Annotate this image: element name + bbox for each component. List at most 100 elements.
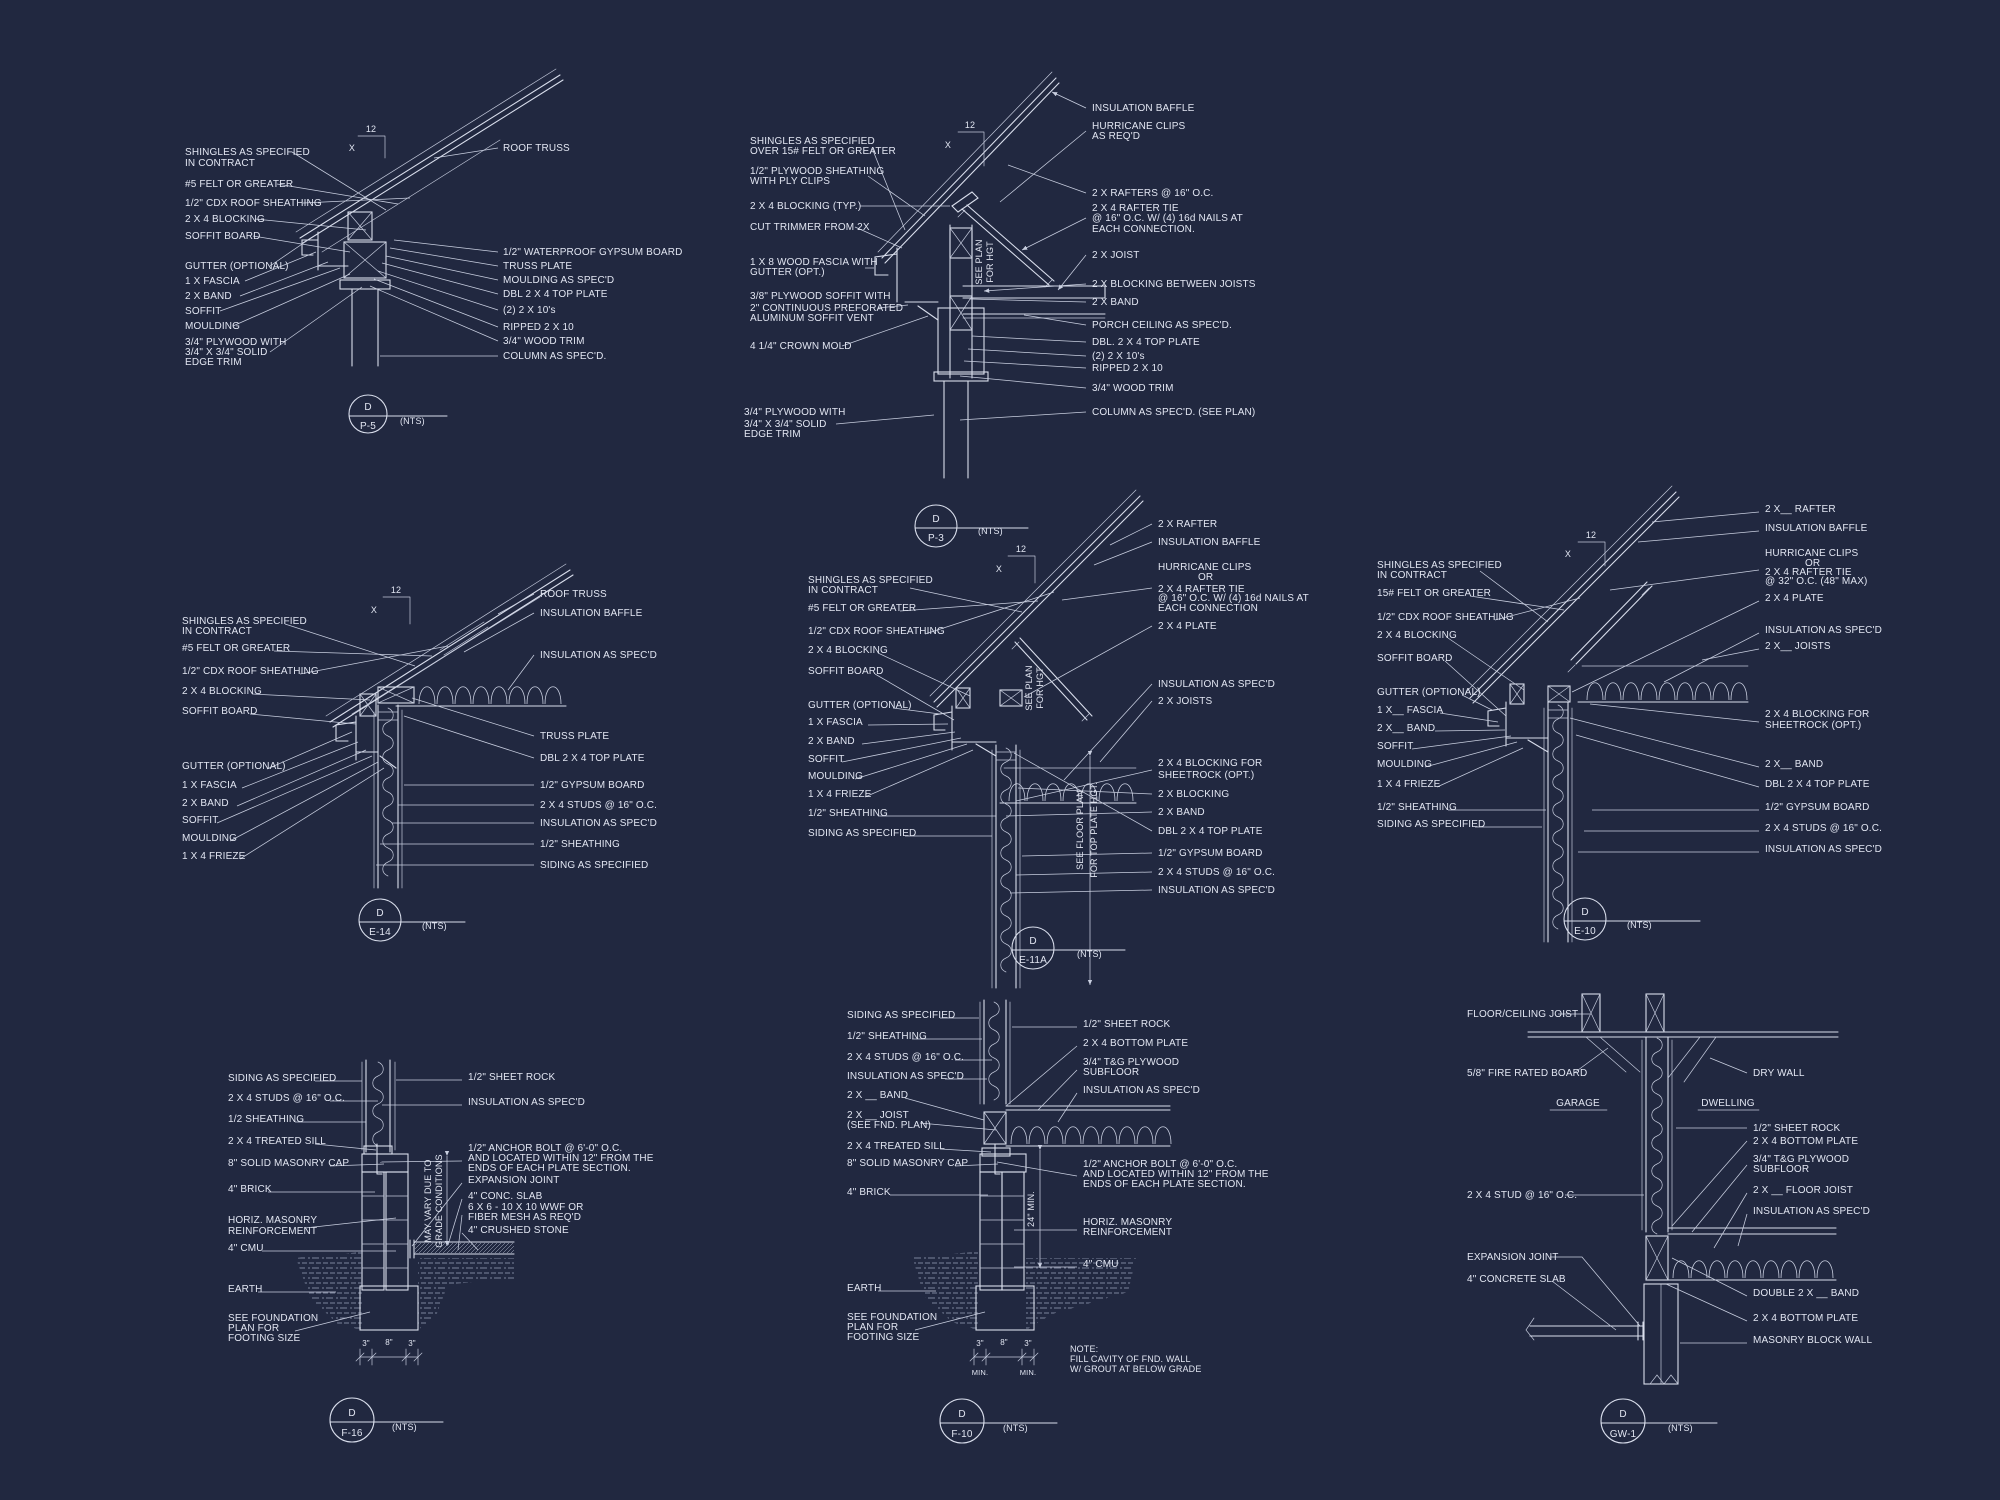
bubble-scale: (NTS) — [422, 921, 447, 931]
e10-labels: SHINGLES AS SPECIFIED IN CONTRACT 15# FE… — [1377, 504, 1882, 855]
label: EARTH — [847, 1283, 881, 1294]
label: 2 X 4 TREATED SILL — [228, 1136, 326, 1147]
label: INSULATION AS SPEC'D — [540, 818, 657, 829]
label: SIDING AS SPECIFIED — [847, 1010, 955, 1021]
label: EACH CONNECTION. — [1092, 224, 1195, 235]
label: INSULATION AS SPEC'D — [1083, 1085, 1200, 1096]
label: 2 X__ JOISTS — [1765, 641, 1831, 652]
label: 1/2" CDX ROOF SHEATHING — [185, 198, 322, 209]
label: SOFFIT BOARD — [182, 706, 258, 717]
label: 2 X 4 RAFTER TIE — [1158, 584, 1245, 595]
label: 2 X__ RAFTER — [1765, 504, 1836, 515]
label: SHEETROCK (OPT.) — [1765, 720, 1861, 731]
slope-run: X — [1565, 549, 1571, 559]
vertical-note: SEE PLAN — [1024, 665, 1034, 710]
label: SIDING AS SPECIFIED — [540, 860, 648, 871]
note: FILL CAVITY OF FND. WALL — [1070, 1354, 1191, 1364]
slope-run: X — [349, 143, 355, 153]
label: 2 X RAFTER — [1158, 519, 1217, 530]
label: 1/2" GYPSUM BOARD — [1158, 848, 1262, 859]
label: 1/2" WATERPROOF GYPSUM BOARD — [503, 247, 682, 258]
detail-f10: SIDING AS SPECIFIED 1/2" SHEATHING 2 X 4… — [847, 999, 1269, 1444]
label: WITH PLY CLIPS — [750, 176, 830, 187]
label: 1/2" ANCHOR BOLT @ 6'-0" O.C. — [468, 1143, 622, 1154]
label: SOFFIT — [1377, 741, 1413, 752]
label: OVER 15# FELT OR GREATER — [750, 146, 896, 157]
detail-p5: SHINGLES AS SPECIFIED IN CONTRACT #5 FEL… — [185, 68, 682, 434]
label: DOUBLE 2 X __ BAND — [1753, 1288, 1859, 1299]
label: COLUMN AS SPEC'D. (SEE PLAN) — [1092, 407, 1255, 418]
label: 3/4" X 3/4" SOLID — [744, 419, 826, 430]
room-label-garage: GARAGE — [1556, 1098, 1600, 1109]
label: INSULATION BAFFLE — [540, 608, 643, 619]
bubble-id: E-11A — [1019, 955, 1047, 966]
label: INSULATION AS SPEC'D — [1158, 885, 1275, 896]
e11a-slope-marker: 12 X — [996, 544, 1036, 584]
label: 3/4" WOOD TRIM — [1092, 383, 1174, 394]
dim-label: 3" — [408, 1339, 416, 1348]
label: SUBFLOOR — [1083, 1067, 1139, 1078]
label: 2 X 4 BOTTOM PLATE — [1083, 1038, 1188, 1049]
label: SHINGLES AS SPECIFIED — [808, 575, 933, 586]
label: (SEE FND. PLAN) — [847, 1120, 931, 1131]
label: MASONRY BLOCK WALL — [1753, 1335, 1873, 1346]
detail-gw1: FLOOR/CEILING JOIST 5/8" FIRE RATED BOAR… — [1467, 993, 1873, 1444]
label: INSULATION AS SPEC'D — [1765, 625, 1882, 636]
label: 3/4" T&G PLYWOOD — [1083, 1057, 1179, 1068]
label: 2 X 4 TREATED SILL — [847, 1141, 945, 1152]
label: SIDING AS SPECIFIED — [228, 1073, 336, 1084]
label: CUT TRIMMER FROM 2X — [750, 222, 870, 233]
label: #5 FELT OR GREATER — [182, 643, 290, 654]
label: 1/2" PLYWOOD SHEATHING — [750, 166, 884, 177]
label: 4" BRICK — [847, 1187, 891, 1198]
label: 1/2" GYPSUM BOARD — [540, 780, 644, 791]
room-label-dwelling: DWELLING — [1701, 1098, 1755, 1109]
label: 2 X 4 RAFTER TIE — [1092, 203, 1179, 214]
label: 2 X 4 STUDS @ 16" O.C. — [228, 1093, 345, 1104]
f16-labels: SIDING AS SPECIFIED 2 X 4 STUDS @ 16" O.… — [228, 1072, 654, 1348]
label: 4" CMU — [228, 1243, 264, 1254]
label: 1/2" SHEATHING — [847, 1031, 927, 1042]
label: INSULATION AS SPEC'D — [1158, 679, 1275, 690]
label: 1/2" ANCHOR BOLT @ 6'-0" O.C. — [1083, 1159, 1237, 1170]
e11a-labels: SHINGLES AS SPECIFIED IN CONTRACT #5 FEL… — [808, 519, 1309, 896]
label: EDGE TRIM — [185, 357, 242, 368]
label: FLOOR/CEILING JOIST — [1467, 1009, 1578, 1020]
label: 2 X 4 BOTTOM PLATE — [1753, 1313, 1858, 1324]
e14-geometry — [325, 563, 574, 889]
e14-slope-marker: 12 X — [371, 585, 411, 625]
bubble-id: F-16 — [341, 1428, 362, 1439]
p5-leaders — [219, 147, 499, 357]
label: 1/2" SHEATHING — [1377, 802, 1457, 813]
label: 2 X 4 PLATE — [1765, 593, 1824, 604]
label: MOULDING AS SPEC'D — [503, 275, 614, 286]
label: (2) 2 X 10's — [1092, 351, 1145, 362]
label: EARTH — [228, 1284, 262, 1295]
slope-run: X — [996, 564, 1002, 574]
vertical-note: GRADE CONDITIONS — [434, 1154, 444, 1247]
e14-detail-bubble: D E-14 (NTS) — [358, 898, 466, 942]
note: W/ GROUT AT BELOW GRADE — [1070, 1364, 1201, 1374]
label: SOFFIT — [182, 815, 218, 826]
label: ALUMINUM SOFFIT VENT — [750, 313, 874, 324]
vertical-dim: 24" MIN. — [1026, 1191, 1036, 1227]
label: SHINGLES AS SPECIFIED — [182, 616, 307, 627]
p5-labels: SHINGLES AS SPECIFIED IN CONTRACT #5 FEL… — [185, 143, 682, 368]
label: 3/4" PLYWOOD WITH — [744, 407, 845, 418]
label: SIDING AS SPECIFIED — [808, 828, 916, 839]
slope-rise: 12 — [1586, 530, 1596, 540]
label: DBL 2 X 4 TOP PLATE — [1765, 779, 1870, 790]
slope-rise: 12 — [1016, 544, 1026, 554]
label: (2) 2 X 10's — [503, 305, 556, 316]
label: INSULATION BAFFLE — [1765, 523, 1868, 534]
p5-detail-bubble: D P-5 (NTS) — [348, 394, 448, 434]
label: SHINGLES AS SPECIFIED — [750, 136, 875, 147]
label: 1/2" SHEATHING — [808, 808, 888, 819]
detail-p3: SHINGLES AS SPECIFIED OVER 15# FELT OR G… — [744, 71, 1256, 548]
label: HURRICANE CLIPS — [1158, 562, 1252, 573]
label: SEE FOUNDATION — [228, 1313, 318, 1324]
label: #5 FELT OR GREATER — [808, 603, 916, 614]
slope-rise: 12 — [965, 120, 975, 130]
slope-run: X — [945, 140, 951, 150]
label: 2 X 4 BLOCKING FOR — [1158, 758, 1262, 769]
